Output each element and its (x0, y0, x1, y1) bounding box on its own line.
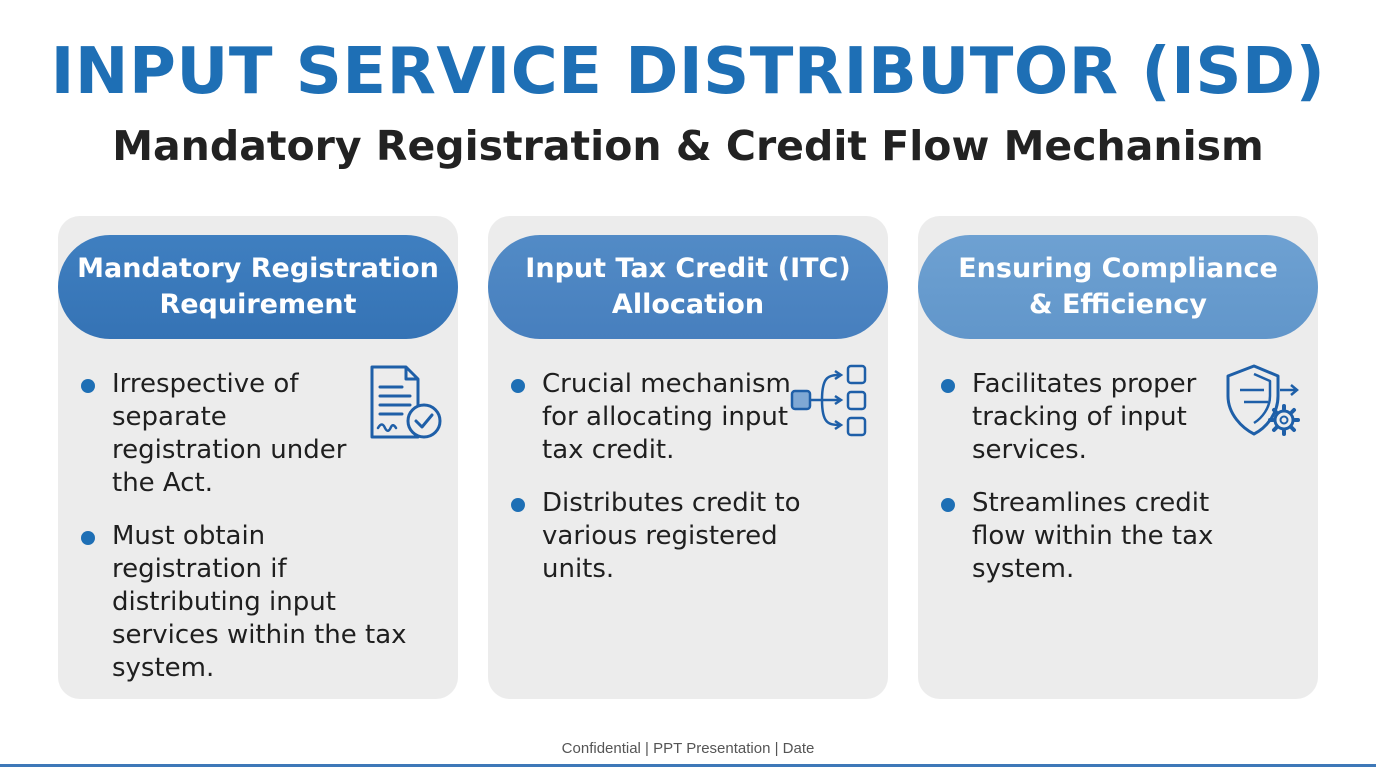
card-heading-line1: Ensuring Compliance (958, 253, 1278, 285)
bullet-dot (511, 379, 525, 393)
card-heading: Mandatory Registration Requirement (58, 235, 458, 339)
bullet-dot (941, 498, 955, 512)
slide-title: INPUT SERVICE DISTRIBUTOR (ISD) (50, 35, 1326, 109)
bullet-item: Crucial mechanism for allocating input t… (508, 368, 812, 467)
distribution-flow-icon (790, 364, 867, 437)
bullet-text: Distributes credit to various registered… (542, 488, 801, 584)
bullet-item: Must obtain registration if distributing… (78, 520, 422, 685)
bullet-item: Streamlines credit flow within the tax s… (938, 487, 1262, 586)
bullet-list: Facilitates proper tracking of input ser… (938, 368, 1298, 606)
card-heading-line2: Allocation (611, 289, 765, 320)
footer-text: Confidential | PPT Presentation | Date (561, 740, 815, 757)
bullet-text: Streamlines credit flow within the tax s… (972, 488, 1214, 584)
bullet-text: Facilitates proper tracking of input ser… (972, 369, 1197, 465)
bullet-list: Crucial mechanism for allocating input t… (508, 368, 868, 606)
bottom-divider (0, 764, 1376, 767)
shield-gear-icon (1226, 364, 1300, 436)
bullet-text: Must obtain registration if distributing… (112, 521, 407, 683)
card-heading-line2: & Efficiency (1029, 289, 1207, 320)
card-heading-line2: Requirement (159, 289, 357, 320)
bullet-item: Facilitates proper tracking of input ser… (938, 368, 1232, 467)
bullet-list: Irrespective of separate registration un… (78, 368, 438, 705)
bullet-item: Irrespective of separate registration un… (78, 368, 347, 500)
card-itc-allocation: Input Tax Credit (ITC) Allocation Crucia… (488, 216, 888, 699)
bullet-text: Irrespective of separate registration un… (112, 369, 347, 498)
document-check-icon (370, 365, 442, 439)
slide-subtitle: Mandatory Registration & Credit Flow Mec… (112, 122, 1264, 170)
card-heading-line1: Mandatory Registration (77, 253, 439, 285)
card-heading: Ensuring Compliance & Efficiency (918, 235, 1318, 339)
bullet-dot (81, 379, 95, 393)
card-compliance-efficiency: Ensuring Compliance & Efficiency Facilit… (918, 216, 1318, 699)
card-heading: Input Tax Credit (ITC) Allocation (488, 235, 888, 339)
bullet-item: Distributes credit to various registered… (508, 487, 832, 586)
card-mandatory-registration: Mandatory Registration Requirement Irres… (58, 216, 458, 699)
bullet-dot (941, 379, 955, 393)
card-heading-line1: Input Tax Credit (ITC) (525, 253, 851, 285)
bullet-dot (511, 498, 525, 512)
bullet-text: Crucial mechanism for allocating input t… (542, 369, 791, 465)
bullet-dot (81, 531, 95, 545)
